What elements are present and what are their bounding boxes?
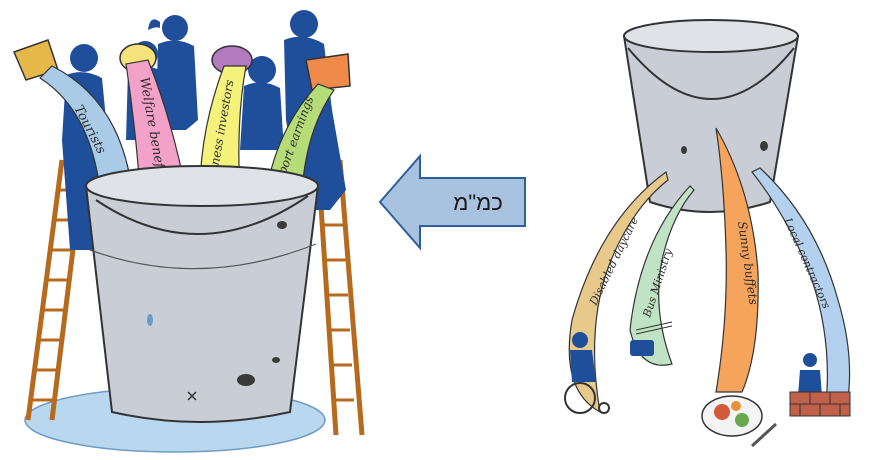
- bucket-hole: [237, 374, 255, 386]
- bucket-hole: [681, 146, 687, 154]
- bucket-hole: [272, 357, 280, 363]
- leaky-bucket-left: [86, 166, 318, 422]
- bucket-hole: [760, 141, 768, 151]
- pail-orange: [306, 54, 350, 90]
- bucket-hole: [147, 314, 153, 326]
- right-illustration: Disabled daycare Bus Ministry Sunny buff…: [565, 20, 850, 446]
- leak-labels: Disabled daycare Bus Ministry Sunny buff…: [587, 214, 834, 319]
- food-plate: [702, 396, 776, 446]
- center-arrow-label: כמ"מ: [453, 190, 503, 215]
- center-arrow: כמ"מ: [380, 156, 525, 248]
- bucket-hole: [277, 221, 287, 229]
- left-illustration: Tourists Welfare benefit Business invest…: [14, 10, 362, 452]
- receivers: [565, 322, 850, 446]
